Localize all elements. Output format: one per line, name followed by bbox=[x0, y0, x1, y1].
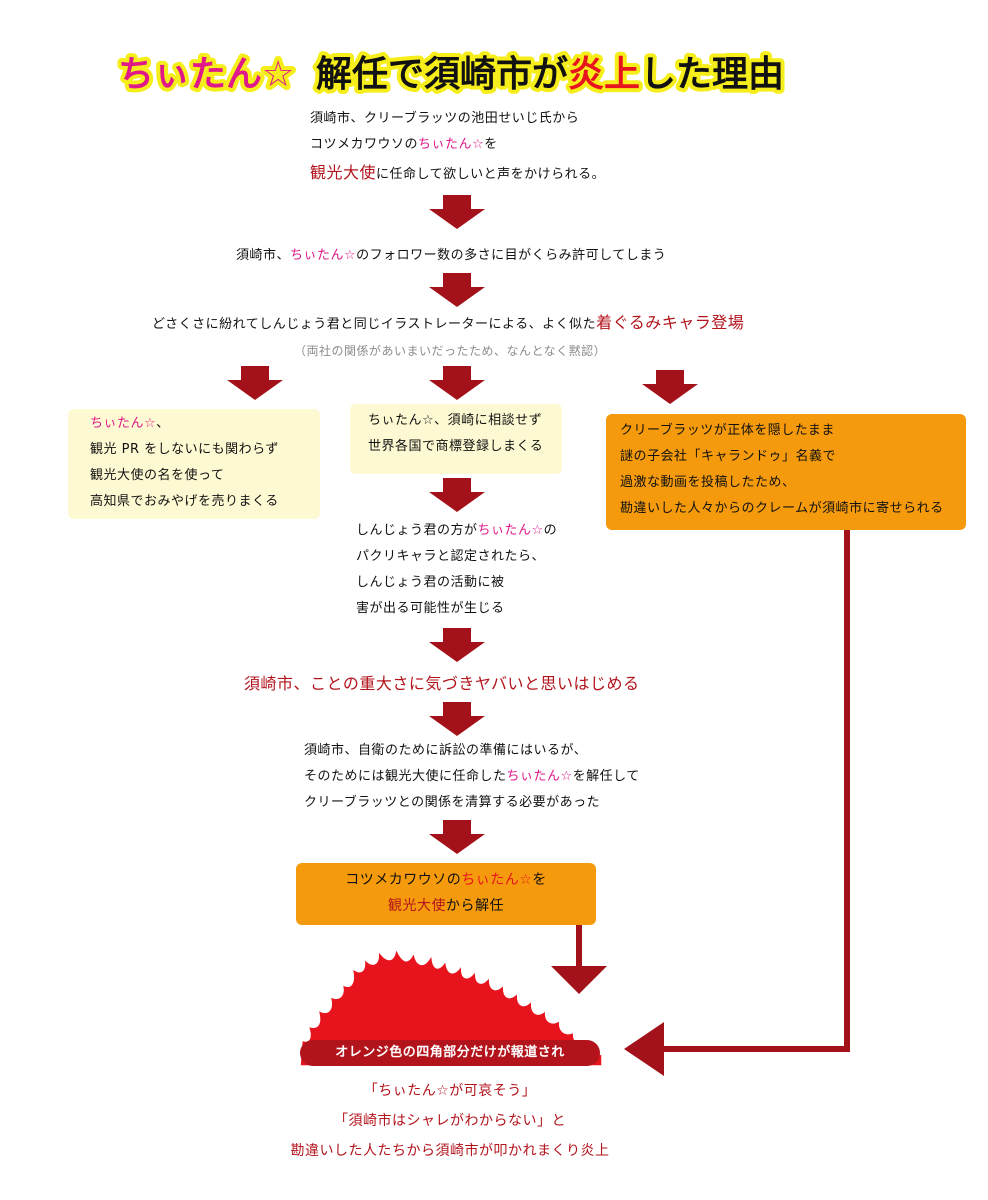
fire-label-bg bbox=[300, 1040, 600, 1066]
page-title: ちぃたん☆ 解任で須崎市が 炎上 した理由 bbox=[116, 50, 788, 99]
final-box-line2: 観光大使から解任 bbox=[296, 893, 596, 919]
final-box-line1-pink: ちぃたん☆ bbox=[461, 872, 533, 888]
step1-line3: 観光大使に任命して欲しいと声をかけられる。 bbox=[310, 160, 605, 188]
connector-final-box bbox=[576, 922, 582, 968]
title-part4: した理由 bbox=[640, 54, 784, 95]
right-box-line4: 勘違いした人々からのクレームが須崎市に寄せられる bbox=[620, 501, 944, 516]
arrow-down-6 bbox=[429, 820, 485, 854]
title-part2: 解任で須崎市が bbox=[316, 54, 568, 95]
step4-line4: 害が出る可能性が生じる bbox=[356, 601, 505, 616]
step4-line1-pre: しんじょう君の方が bbox=[356, 523, 478, 538]
arrow-down-4 bbox=[429, 628, 485, 662]
step4-line1-post: の bbox=[543, 523, 558, 538]
final-box: コツメカワウソのちぃたん☆を 観光大使から解任 bbox=[296, 863, 596, 925]
arrow-down-final bbox=[551, 966, 607, 994]
arrow-down-right bbox=[642, 370, 698, 404]
fire-icon bbox=[299, 945, 603, 1067]
arrow-down-1 bbox=[429, 195, 485, 229]
outcome-text: 「ちぃたん☆が可哀そう」 「須崎市はシャレがわからない」と 勘違いした人たちから… bbox=[0, 1076, 900, 1166]
step1-line2: コツメカワウソのちぃたん☆を bbox=[310, 132, 605, 158]
title-part1: ちぃたん☆ bbox=[118, 54, 294, 95]
title-part3: 炎上 bbox=[568, 54, 640, 95]
step6-line2: そのためには観光大使に任命したちぃたん☆を解任して bbox=[304, 764, 640, 790]
step4-text: しんじょう君の方がちぃたん☆の パクリキャラと認定されたら、 しんじょう君の活動… bbox=[356, 518, 557, 622]
arrow-left-final bbox=[624, 1022, 664, 1076]
step1-line3-post: に任命して欲しいと声をかけられる。 bbox=[376, 167, 606, 182]
arrow-down-middle bbox=[429, 366, 485, 400]
step1-line3-red: 観光大使 bbox=[310, 163, 377, 182]
left-box: ちぃたん☆、 観光 PR をしないにも関わらず 観光大使の名を使って 高知県でお… bbox=[68, 409, 320, 519]
outcome-line3: 勘違いした人たちから須崎市が叩かれまくり炎上 bbox=[290, 1143, 610, 1159]
step6-line2-post: を解任して bbox=[572, 769, 640, 784]
left-box-line1-post: 、 bbox=[156, 416, 170, 431]
step6-line2-pink: ちぃたん☆ bbox=[506, 769, 573, 784]
arrow-down-2 bbox=[429, 273, 485, 307]
outcome-line1: 「ちぃたん☆が可哀そう」 bbox=[363, 1083, 537, 1099]
final-box-line1-post: を bbox=[532, 872, 547, 888]
step1-line2-post: を bbox=[484, 137, 498, 152]
step1-text: 須崎市、クリーブラッツの池田せいじ氏から コツメカワウソのちぃたん☆を 観光大使… bbox=[310, 106, 605, 188]
left-box-line1: ちぃたん☆、 bbox=[90, 411, 279, 437]
left-box-line1-pink: ちぃたん☆ bbox=[90, 416, 157, 431]
step2-pink: ちぃたん☆ bbox=[290, 248, 357, 263]
step4-line3: しんじょう君の活動に被 bbox=[356, 575, 505, 590]
step1-line2-pink: ちぃたん☆ bbox=[418, 137, 485, 152]
step3-pre: どさくさに紛れてしんじょう君と同じイラストレーターによる、よく似た bbox=[152, 317, 597, 332]
arrow-down-3 bbox=[429, 478, 485, 512]
middle-box-line1: ちぃたん☆、須崎に相談せず bbox=[368, 413, 543, 428]
right-box-line2: 謎の子会社「キャランドゥ」名義で bbox=[620, 449, 837, 464]
step5-text: 須崎市、ことの重大さに気づきヤバいと思いはじめる bbox=[244, 674, 640, 693]
step1-line2-pre: コツメカワウソの bbox=[310, 137, 419, 152]
step4-line2: パクリキャラと認定されたら、 bbox=[356, 549, 546, 564]
right-box-line1: クリーブラッツが正体を隠したまま bbox=[620, 423, 835, 438]
outcome-line2: 「須崎市はシャレがわからない」と bbox=[334, 1113, 566, 1129]
final-box-line2-post: から解任 bbox=[446, 898, 504, 914]
step3-red: 着ぐるみキャラ登場 bbox=[596, 313, 745, 332]
final-box-line2-red: 観光大使 bbox=[388, 898, 446, 914]
connector-right-vertical bbox=[844, 526, 850, 1052]
middle-box-line2: 世界各国で商標登録しまくる bbox=[368, 439, 544, 454]
left-box-line3: 観光大使の名を使って bbox=[90, 468, 225, 483]
step2-pre: 須崎市、 bbox=[236, 248, 291, 263]
left-box-line4: 高知県でおみやげを売りまくる bbox=[90, 494, 279, 509]
step6-line3: クリーブラッツとの関係を清算する必要があった bbox=[304, 795, 601, 810]
step6-line1: 須崎市、自衛のために訴訟の準備にはいるが、 bbox=[304, 743, 588, 758]
middle-box: ちぃたん☆、須崎に相談せず 世界各国で商標登録しまくる bbox=[350, 404, 562, 474]
step2-post: のフォロワー数の多さに目がくらみ許可してしまう bbox=[356, 248, 667, 263]
step6-line2-pre: そのためには観光大使に任命した bbox=[304, 769, 507, 784]
final-box-line1-pre: コツメカワウソの bbox=[345, 872, 462, 888]
connector-right-horizontal bbox=[650, 1046, 850, 1052]
fire-label: オレンジ色の四角部分だけが報道され bbox=[335, 1045, 565, 1060]
arrow-down-5 bbox=[429, 702, 485, 736]
step4-line1: しんじょう君の方がちぃたん☆の bbox=[356, 518, 557, 544]
arrow-down-left bbox=[227, 366, 283, 400]
step2-text: 須崎市、ちぃたん☆のフォロワー数の多さに目がくらみ許可してしまう bbox=[236, 243, 666, 269]
final-box-line1: コツメカワウソのちぃたん☆を bbox=[296, 867, 596, 893]
step1-line1: 須崎市、クリーブラッツの池田せいじ氏から bbox=[310, 111, 580, 126]
step3-text: どさくさに紛れてしんじょう君と同じイラストレーターによる、よく似た着ぐるみキャラ… bbox=[152, 310, 744, 338]
right-box: クリーブラッツが正体を隠したまま 謎の子会社「キャランドゥ」名義で 過激な動画を… bbox=[606, 414, 966, 530]
step4-line1-pink: ちぃたん☆ bbox=[477, 523, 544, 538]
step3-note: （両社の関係があいまいだったため、なんとなく黙認） bbox=[294, 344, 607, 358]
step6-text: 須崎市、自衛のために訴訟の準備にはいるが、 そのためには観光大使に任命したちぃた… bbox=[304, 738, 640, 816]
right-box-line3: 過激な動画を投稿したため、 bbox=[620, 475, 796, 490]
left-box-line2: 観光 PR をしないにも関わらず bbox=[90, 442, 279, 457]
